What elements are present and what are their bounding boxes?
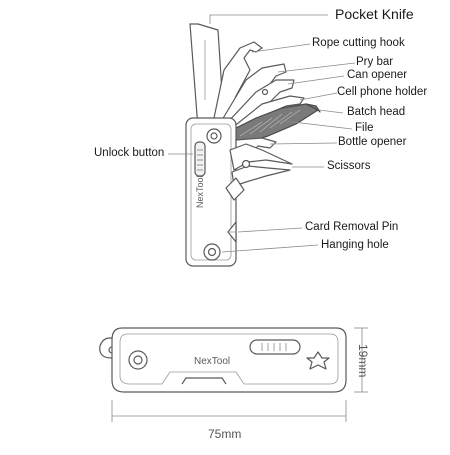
folded-notch [181, 377, 227, 385]
label-scissors: Scissors [327, 160, 371, 172]
open-tool [185, 23, 321, 267]
label-pry-bar: Pry bar [356, 56, 394, 68]
scissors-tool [225, 143, 293, 201]
folded-unlock-slider[interactable] [249, 339, 301, 355]
label-pocket-knife: Pocket Knife [335, 6, 414, 22]
label-batch-head: Batch head [347, 106, 406, 118]
dimension-height-label: 19mm [356, 344, 370, 378]
unlock-button[interactable] [194, 141, 206, 177]
label-hanging-hole: Hanging hole [321, 239, 389, 251]
label-unlock-button: Unlock button [94, 147, 165, 159]
leader-lines [168, 14, 356, 253]
brand-logo-folded: NexTool [194, 356, 231, 367]
folded-torx-screw [306, 351, 330, 370]
label-card-removal-pin: Card Removal Pin [305, 221, 399, 233]
dimension-lines [111, 327, 368, 422]
label-bottle-opener: Bottle opener [338, 136, 407, 148]
label-file: File [355, 122, 374, 134]
label-cell-phone-holder: Cell phone holder [337, 86, 428, 98]
folded-tool [99, 327, 347, 393]
batch-head [305, 103, 321, 113]
dimension-width-label: 75mm [208, 427, 242, 441]
label-rope-cutting-hook: Rope cutting hook [312, 37, 405, 49]
brand-logo-open: NexTool [195, 175, 205, 208]
label-can-opener: Can opener [347, 69, 408, 81]
